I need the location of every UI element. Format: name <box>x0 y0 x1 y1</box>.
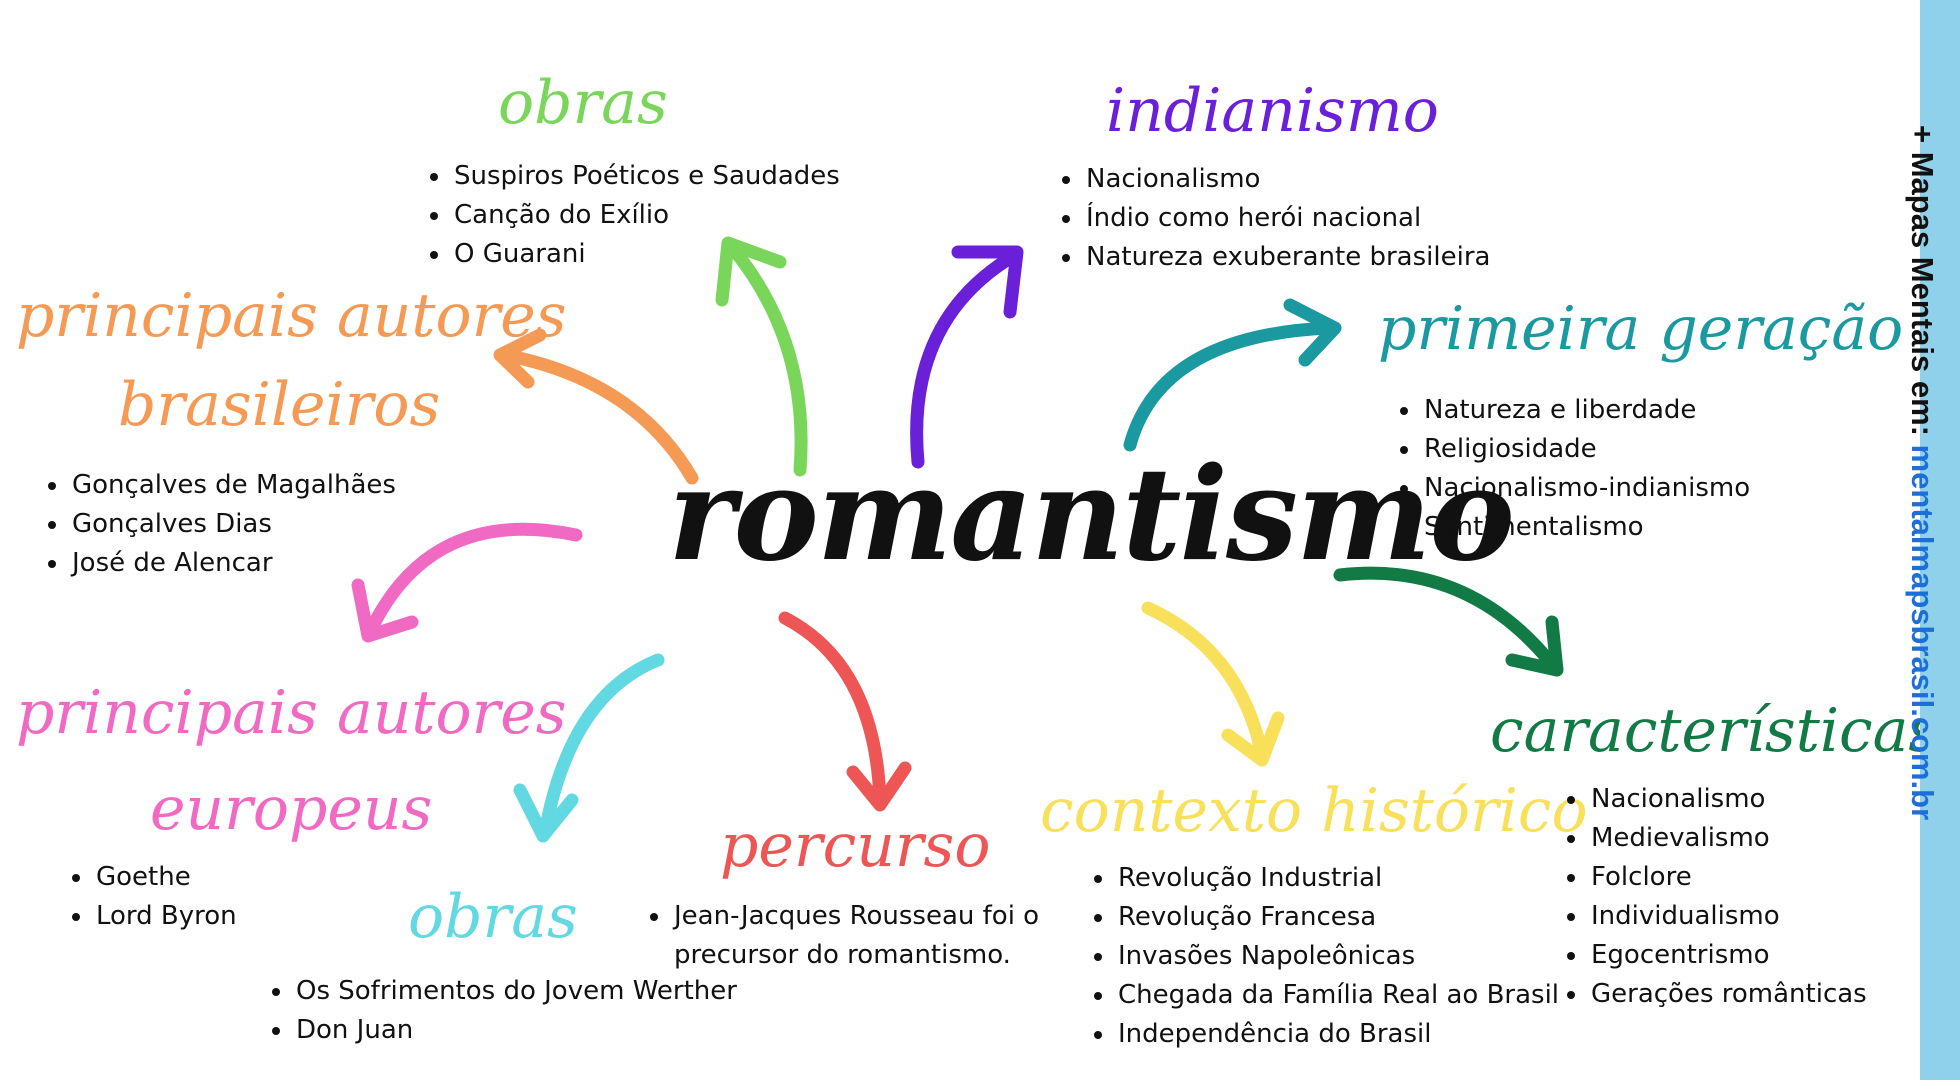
branch-list-caracteristicas: Nacionalismo Medievalismo Folclore Indiv… <box>1563 780 1867 1014</box>
arrow-obras-top <box>715 236 808 477</box>
branch-list-contexto-historico: Revolução Industrial Revolução Francesa … <box>1090 859 1559 1054</box>
list-item: Sentimentalismo <box>1422 508 1750 547</box>
list-item: O Guarani <box>452 235 840 274</box>
list-item: Índio como herói nacional <box>1084 199 1490 238</box>
sidebar-banner <box>1920 0 1960 1080</box>
branch-title-autores-europeus-line1: principais autores <box>16 678 567 748</box>
arrow-autores-brasileiros <box>493 328 699 485</box>
sidebar-prefix: + Mapas Mentais em: <box>1905 125 1940 445</box>
list-item: Nacionalismo <box>1589 780 1867 819</box>
list-item: Gonçalves de Magalhães <box>70 466 396 505</box>
mind-map-canvas: romantismo obras Suspiros Poéticos e Sau… <box>0 0 1920 1080</box>
list-item: Canção do Exílio <box>452 196 840 235</box>
arrow-caracteristicas <box>1333 566 1564 677</box>
branch-list-autores-europeus: Goethe Lord Byron <box>68 858 237 936</box>
arrow-percurso <box>778 611 912 812</box>
branch-list-indianismo: Nacionalismo Índio como herói nacional N… <box>1058 160 1490 277</box>
branch-title-indianismo: indianismo <box>1106 76 1439 146</box>
arrow-autores-europeus <box>351 522 583 643</box>
list-item: precursor do romantismo. <box>674 940 1011 970</box>
list-item: Chegada da Família Real ao Brasil <box>1116 976 1559 1015</box>
list-item: Revolução Francesa <box>1116 898 1559 937</box>
branch-title-contexto-historico: contexto histórico <box>1040 776 1588 846</box>
list-item: Individualismo <box>1589 897 1867 936</box>
list-item: Revolução Industrial <box>1116 859 1559 898</box>
list-item: Natureza exuberante brasileira <box>1084 238 1490 277</box>
list-item: Gonçalves Dias <box>70 505 396 544</box>
branch-list-autores-brasileiros: Gonçalves de Magalhães Gonçalves Dias Jo… <box>44 466 396 583</box>
list-item: Folclore <box>1589 858 1867 897</box>
list-item: Goethe <box>94 858 237 897</box>
list-item: Medievalismo <box>1589 819 1867 858</box>
list-item: Os Sofrimentos do Jovem Werther <box>294 972 737 1011</box>
branch-list-obras-top: Suspiros Poéticos e Saudades Canção do E… <box>426 157 840 274</box>
branch-title-obras-bottom: obras <box>408 882 578 952</box>
list-item: Invasões Napoleônicas <box>1116 937 1559 976</box>
list-item: Don Juan <box>294 1011 737 1050</box>
list-item: José de Alencar <box>70 544 396 583</box>
list-item: Religiosidade <box>1422 430 1750 469</box>
branch-title-primeira-geracao: primeira geração <box>1378 294 1904 364</box>
list-item: Nacionalismo-indianismo <box>1422 469 1750 508</box>
list-item: Nacionalismo <box>1084 160 1490 199</box>
list-item: Jean-Jacques Rousseau foi o <box>672 897 1039 936</box>
list-item: Gerações românticas <box>1589 975 1867 1014</box>
branch-title-autores-brasileiros-line1: principais autores <box>16 281 567 351</box>
branch-title-percurso: percurso <box>720 811 991 881</box>
list-item: Independência do Brasil <box>1116 1015 1559 1054</box>
list-item: Suspiros Poéticos e Saudades <box>452 157 840 196</box>
branch-title-caracteristicas: características <box>1490 696 1940 766</box>
sidebar-text: + Mapas Mentais em: mentalmapsbrasil.com… <box>1904 125 1940 820</box>
arrows-layer <box>351 236 1564 843</box>
arrow-obras-bottom <box>513 653 665 843</box>
branch-title-obras-top: obras <box>498 68 668 138</box>
list-item: Egocentrismo <box>1589 936 1867 975</box>
list-item: Lord Byron <box>94 897 237 936</box>
arrow-contexto-historico <box>1141 601 1285 767</box>
branch-title-autores-brasileiros-line2: brasileiros <box>118 370 441 440</box>
sidebar-link[interactable]: mentalmapsbrasil.com.br <box>1905 444 1940 821</box>
branch-list-percurso: Jean-Jacques Rousseau foi o precursor do… <box>646 897 1039 975</box>
branch-title-autores-europeus-line2: europeus <box>150 774 433 844</box>
branch-list-obras-bottom: Os Sofrimentos do Jovem Werther Don Juan <box>268 972 737 1050</box>
central-topic: romantismo <box>668 440 1515 590</box>
arrow-indianismo <box>910 245 1024 469</box>
arrow-primeira-geracao <box>1123 298 1342 452</box>
list-item: Natureza e liberdade <box>1422 391 1750 430</box>
branch-list-primeira-geracao: Natureza e liberdade Religiosidade Nacio… <box>1396 391 1750 547</box>
